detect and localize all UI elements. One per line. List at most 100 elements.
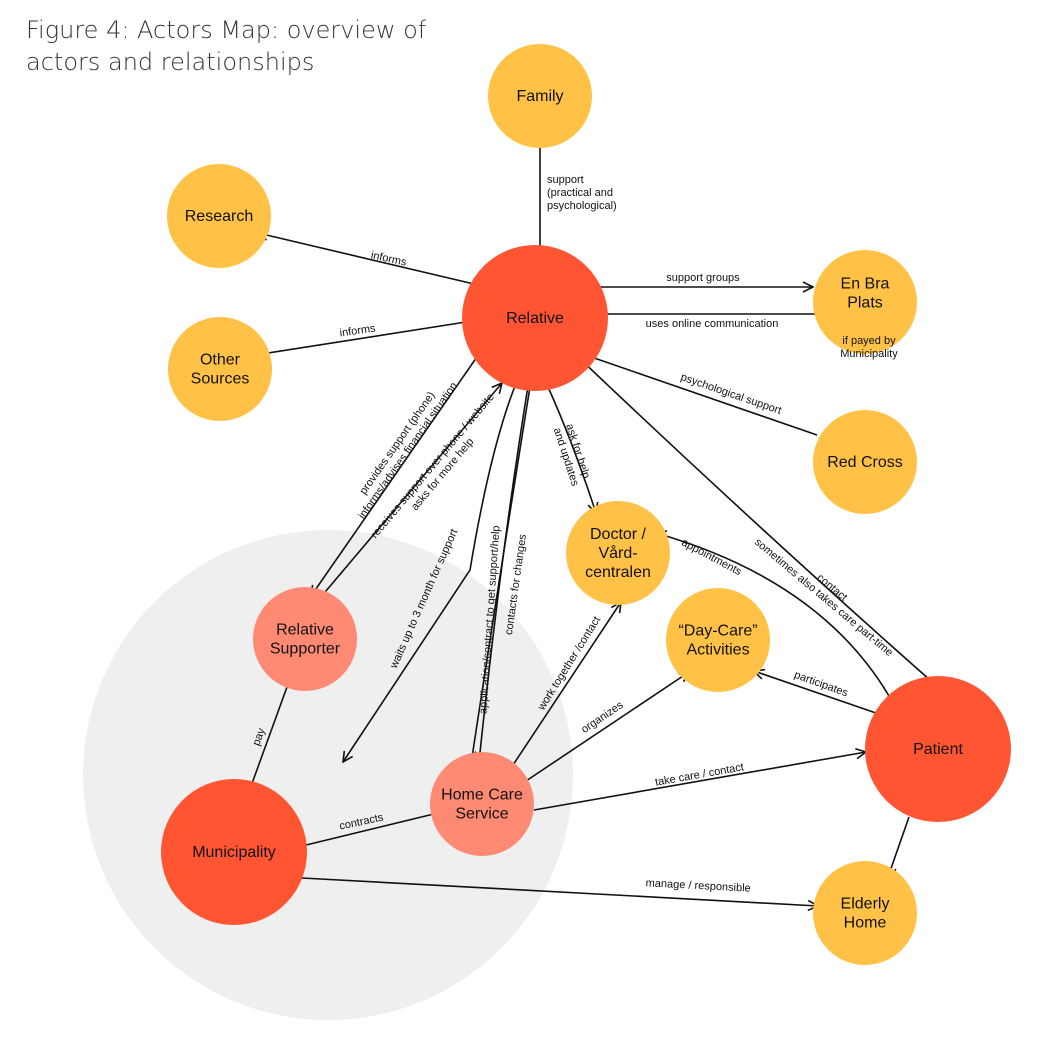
edge-relative-other-sources	[249, 321, 467, 356]
edge-label-relative-patient: contactsometimes also takes care part-ti…	[752, 526, 903, 659]
edge-label-line: participates	[793, 669, 850, 700]
node-circle	[666, 588, 770, 692]
edge-label-red-cross-relative: psychological support	[679, 371, 783, 417]
figure-title-line-1: Figure 4: Actors Map: overview of	[26, 16, 427, 44]
node-circle	[813, 250, 917, 354]
edge-patient-day-care	[754, 671, 877, 714]
node-label-line: Municipality	[192, 844, 276, 861]
edge-label-home-care-patient: take care / contact	[654, 761, 745, 788]
edge-municipality-home-care	[301, 812, 442, 847]
edge-label-relative-research: informs	[370, 249, 408, 268]
node-circle	[430, 752, 534, 856]
node-red-cross: Red Cross	[813, 410, 917, 514]
edge-relative-wait	[343, 385, 516, 762]
edge-label-home-care-relative: contacts for changes	[503, 533, 529, 636]
node-label-line: Vård-	[598, 544, 637, 562]
node-label-line: Supporter	[270, 641, 341, 658]
node-label-line: centralen	[585, 564, 651, 581]
node-label-line: Home Care	[441, 787, 523, 804]
edge-label-municipality-supporter: pay	[251, 726, 269, 747]
node-research: Research	[167, 164, 271, 268]
node-label: Doctor /Vård-centralen	[585, 526, 651, 581]
node-label-line: Doctor /	[590, 526, 647, 543]
node-circle	[566, 501, 670, 605]
edge-home-care-day-care	[522, 672, 689, 784]
node-circle	[813, 410, 917, 514]
node-label-line: Activities	[686, 642, 749, 659]
edge-label-line: support groups	[666, 272, 740, 284]
node-label-line: Relative	[276, 622, 334, 639]
node-label-line: Red Cross	[827, 454, 903, 471]
node-label-line: Home	[844, 915, 887, 932]
node-circle	[168, 317, 272, 421]
node-label-line: Service	[455, 806, 508, 823]
node-label-line: “Day-Care”	[678, 623, 757, 640]
edge-label-line: informs	[370, 249, 408, 268]
edge-label-line: (practical and	[547, 187, 613, 199]
edge-label-line: uses online communication	[646, 318, 779, 330]
node-circle	[813, 861, 917, 965]
node-label: Municipality	[192, 844, 276, 861]
edge-label-line: pay	[251, 726, 269, 747]
node-relative: Relative	[462, 245, 608, 391]
edge-relative-supporter-link	[311, 340, 489, 596]
edge-label-relative-other-sources: informs	[339, 323, 377, 340]
node-label: Patient	[913, 741, 963, 758]
node-label: Relative	[506, 310, 564, 327]
node-label: Research	[185, 208, 253, 225]
node-doctor: Doctor /Vård-centralen	[566, 501, 670, 605]
node-municipality: Municipality	[161, 779, 307, 925]
node-family: Family	[488, 44, 592, 148]
node-circle	[161, 779, 307, 925]
node-label-line: Other	[200, 352, 241, 369]
edge-label-patient-doctor: appointments	[679, 537, 743, 579]
node-note-line: Municipality	[840, 348, 898, 360]
node-day-care: “Day-Care” Activities	[666, 588, 770, 692]
node-label: Red Cross	[827, 454, 903, 471]
node-label: Family	[516, 88, 563, 105]
node-label-line: Relative	[506, 310, 564, 327]
edge-label-line: informs	[339, 323, 377, 340]
edge-label-line: contacts for changes	[503, 533, 529, 636]
edge-label-line: psychological support	[679, 371, 783, 417]
node-label-line: Family	[516, 88, 563, 105]
node-label-line: Patient	[913, 741, 963, 758]
node-label-line: En Bra	[841, 276, 890, 293]
node-note-line: if payed by	[842, 335, 896, 347]
figure-title-line-2: actors and relationships	[26, 48, 315, 76]
edge-relative-research	[258, 233, 475, 285]
edge-municipality-elderly-home	[301, 877, 818, 906]
edge-label-line: appointments	[679, 537, 743, 579]
edge-label-relative-en-bra-plats: support groups	[666, 272, 740, 284]
edge-label-relative-doctor: ask for helpand updates	[551, 422, 594, 488]
node-circle	[167, 164, 271, 268]
node-label-line: Plats	[847, 295, 883, 312]
node-circle	[253, 587, 357, 691]
edge-label-line: take care / contact	[654, 761, 745, 788]
edge-label-municipality-elderly-home: manage / responsible	[645, 877, 751, 894]
node-circle	[488, 44, 592, 148]
edge-label-line: sometimes also takes care part-time	[752, 536, 895, 659]
node-patient: Patient	[865, 676, 1011, 822]
node-circle	[865, 676, 1011, 822]
node-label-line: Sources	[191, 371, 250, 388]
edge-relative-doctor	[547, 386, 596, 513]
edge-patient-doctor	[656, 533, 890, 697]
edge-municipality-supporter	[245, 676, 291, 801]
edge-label-en-bra-plats-relative: uses online communication	[646, 318, 779, 330]
edge-red-cross-relative	[571, 350, 818, 436]
edge-relative-patient	[575, 354, 939, 688]
edge-label-patient-day-care: participates	[793, 669, 850, 700]
edge-patient-elderly	[888, 816, 910, 877]
